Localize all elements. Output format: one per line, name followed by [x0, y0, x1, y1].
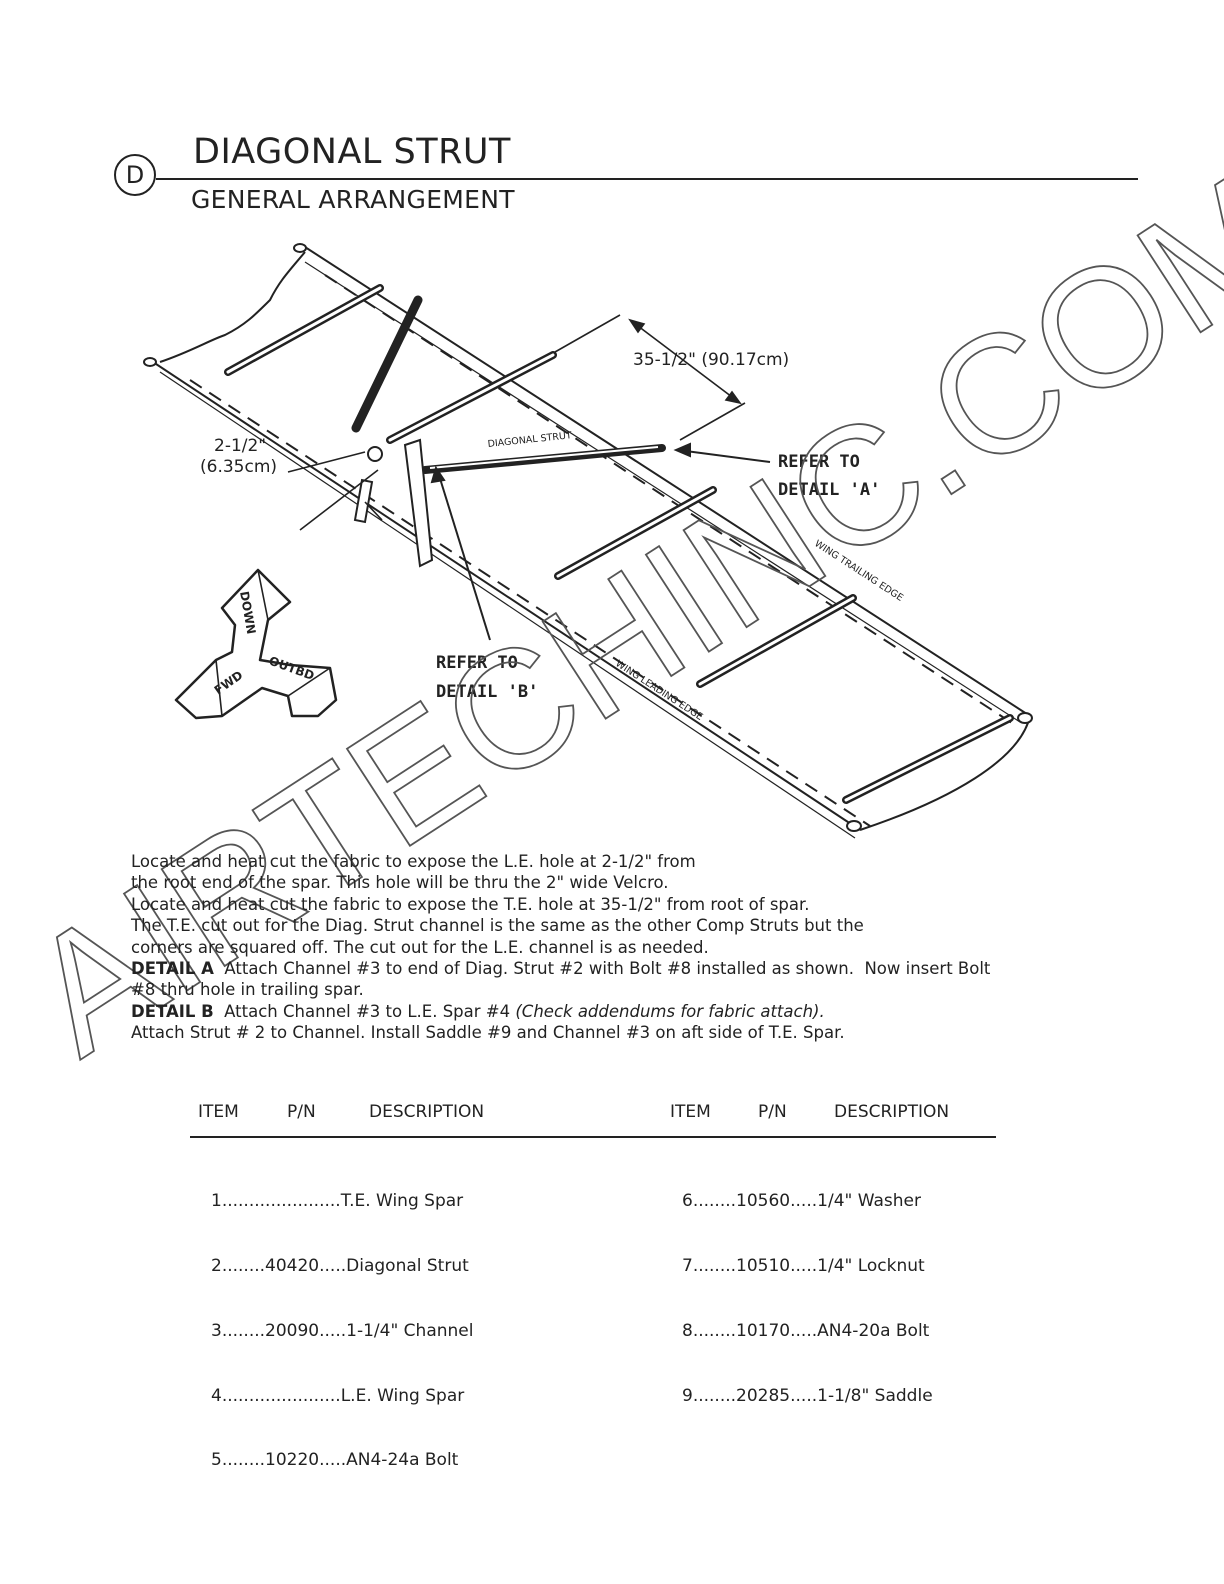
- orientation-compass: [174, 568, 338, 720]
- fabric-root-edge: [159, 251, 306, 363]
- le-edge-label: WING LEADING EDGE: [613, 658, 704, 723]
- parts-header-item: ITEM: [670, 1102, 711, 1122]
- detail-b-italic: (Check addendums for fabric attach).: [515, 1001, 825, 1021]
- detail-a-text-2: #8 thru hole in trailing spar.: [131, 980, 364, 1000]
- parts-header-description: DESCRIPTION: [369, 1102, 485, 1122]
- dim-le-line: [364, 501, 383, 521]
- dim-le-label-1: 2-1/2": [214, 436, 266, 456]
- parts-row: 3........20090.....1-1/4" Channel: [211, 1320, 474, 1341]
- dim-te-line: [629, 319, 741, 404]
- callout-b-leader: [437, 471, 491, 641]
- page-subtitle: GENERAL ARRANGEMENT: [191, 185, 515, 214]
- parts-header-pn: P/N: [287, 1102, 316, 1122]
- root-diagonal-strut: [351, 295, 423, 433]
- instructions-block: Locate and heat cut the fabric to expose…: [131, 851, 1121, 1044]
- section-badge: D: [114, 154, 156, 196]
- callout-a-leader: [677, 449, 771, 463]
- strut-label: DIAGONAL STRUT: [487, 430, 572, 450]
- detail-b-label: DETAIL B: [131, 1001, 214, 1021]
- parts-header-item: ITEM: [198, 1102, 239, 1122]
- parts-row: 5........10220.....AN4-24a Bolt: [211, 1450, 459, 1471]
- instruction-line: Locate and heat cut the fabric to expose…: [131, 852, 696, 871]
- detail-a-paragraph: DETAIL A Attach Channel #3 to end of Dia…: [131, 958, 1121, 979]
- instruction-line: the root end of the spar. This hole will…: [131, 873, 669, 893]
- root-bracket: [403, 438, 434, 568]
- parts-rule: [190, 1136, 996, 1138]
- le-spar-dashed: [189, 379, 871, 827]
- callout-b-line2: DETAIL 'B': [436, 682, 538, 702]
- parts-row: 7........10510.....1/4" Locknut: [682, 1255, 925, 1276]
- parts-row: 1......................T.E. Wing Spar: [211, 1191, 464, 1212]
- parts-list-right: ITEM P/N DESCRIPTION 6........10560.....…: [668, 1102, 1008, 1450]
- parts-row: 4......................L.E. Wing Spar: [211, 1385, 465, 1406]
- parts-row: 8........10170.....AN4-20a Bolt: [682, 1320, 930, 1341]
- dim-le-label-2: (6.35cm): [200, 457, 277, 477]
- header-rule: [156, 178, 1138, 180]
- parts-header-description: DESCRIPTION: [834, 1102, 950, 1122]
- detail-b-text: Attach Channel #3 to L.E. Spar #4: [213, 1001, 516, 1021]
- callout-b-line1: REFER TO: [436, 653, 518, 673]
- wing-panel-outline: [149, 246, 1031, 831]
- parts-row: 9........20285.....1-1/8" Saddle: [682, 1385, 933, 1406]
- parts-row: 6........10560.....1/4" Washer: [682, 1191, 921, 1212]
- parts-row: 2........40420.....Diagonal Strut: [211, 1255, 469, 1276]
- dim-te-label: 35-1/2" (90.17cm): [633, 350, 789, 370]
- callout-a-line2: DETAIL 'A': [778, 480, 880, 500]
- detail-a-label: DETAIL A: [131, 959, 214, 979]
- wing-tip-edge: [859, 715, 1031, 831]
- parts-header-pn: P/N: [758, 1102, 787, 1122]
- detail-b-paragraph: DETAIL B Attach Channel #3 to L.E. Spar …: [131, 1001, 1121, 1022]
- section-letter: D: [125, 161, 145, 189]
- callout-a-line1: REFER TO: [778, 452, 860, 472]
- instruction-line: The T.E. cut out for the Diag. Strut cha…: [131, 916, 864, 936]
- instruction-line: Locate and heat cut the fabric to expose…: [131, 894, 810, 914]
- diagonal-strut: [421, 444, 666, 474]
- parts-list-left: ITEM P/N DESCRIPTION 1..................…: [190, 1102, 550, 1515]
- te-edge-label: WING TRAILING EDGE: [812, 538, 905, 603]
- instruction-line: corners are squared off. The cut out for…: [131, 937, 709, 957]
- detail-a-text: Attach Channel #3 to end of Diag. Strut …: [213, 959, 991, 979]
- page-title: DIAGONAL STRUT: [193, 132, 511, 172]
- detail-b-text-2: Attach Strut # 2 to Channel. Install Sad…: [131, 1023, 845, 1043]
- le-fitting: [367, 446, 383, 462]
- te-spar-dashed: [324, 274, 1016, 726]
